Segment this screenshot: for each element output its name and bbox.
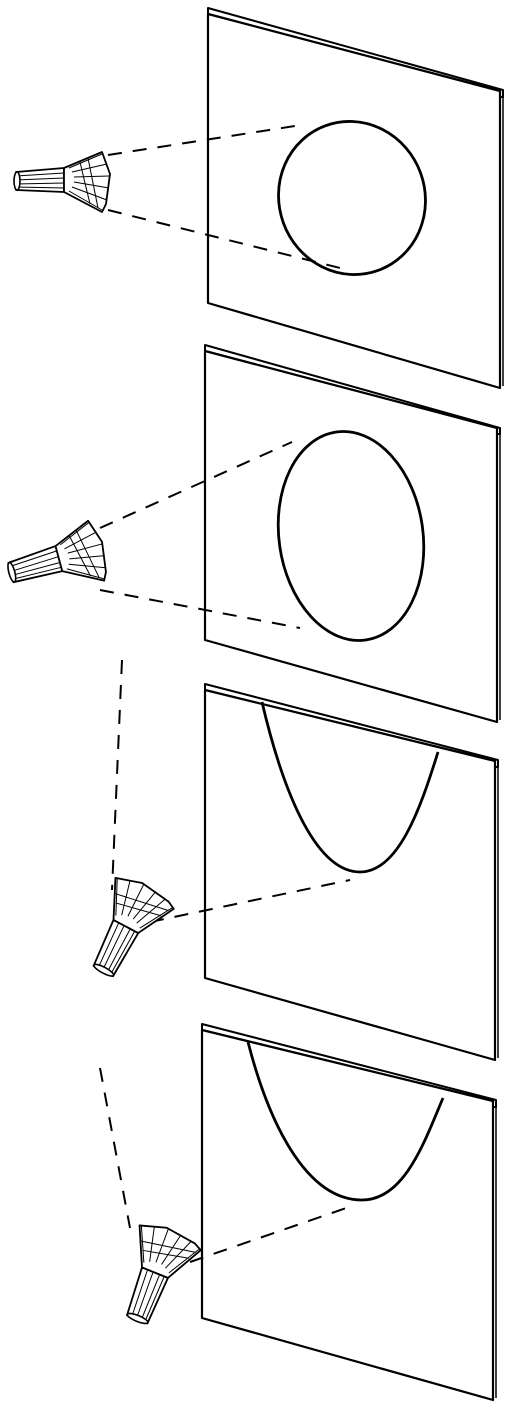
parabola-spot-3	[260, 701, 440, 874]
light-beam-lower-2	[99, 589, 301, 629]
light-beam-3	[149, 879, 351, 923]
flashlight-icon	[7, 519, 107, 584]
panel-1	[107, 7, 504, 390]
panel-3	[149, 683, 499, 1062]
light-beam-4	[189, 1205, 353, 1263]
screen-panel-3	[203, 688, 497, 1062]
panel-2	[99, 344, 501, 724]
ellipse-spot-1	[277, 120, 427, 276]
light-beam-upper-2	[99, 441, 293, 529]
path-dash-2-3	[111, 659, 123, 891]
light-beam-lower-1	[107, 209, 349, 271]
path-dash-3-4	[99, 1067, 131, 1229]
flashlight-icon	[92, 876, 175, 978]
panel-4	[189, 1023, 497, 1402]
screen-panel-4	[200, 1028, 495, 1402]
ellipse-spot-2	[276, 430, 426, 642]
screen-panel-2	[203, 349, 499, 724]
screen-panel-1	[206, 12, 502, 390]
light-beam-upper-1	[107, 125, 296, 156]
parabola-spot-4	[246, 1041, 445, 1202]
flashlight-icon	[126, 1224, 202, 1325]
flashlight-icon	[13, 151, 111, 213]
